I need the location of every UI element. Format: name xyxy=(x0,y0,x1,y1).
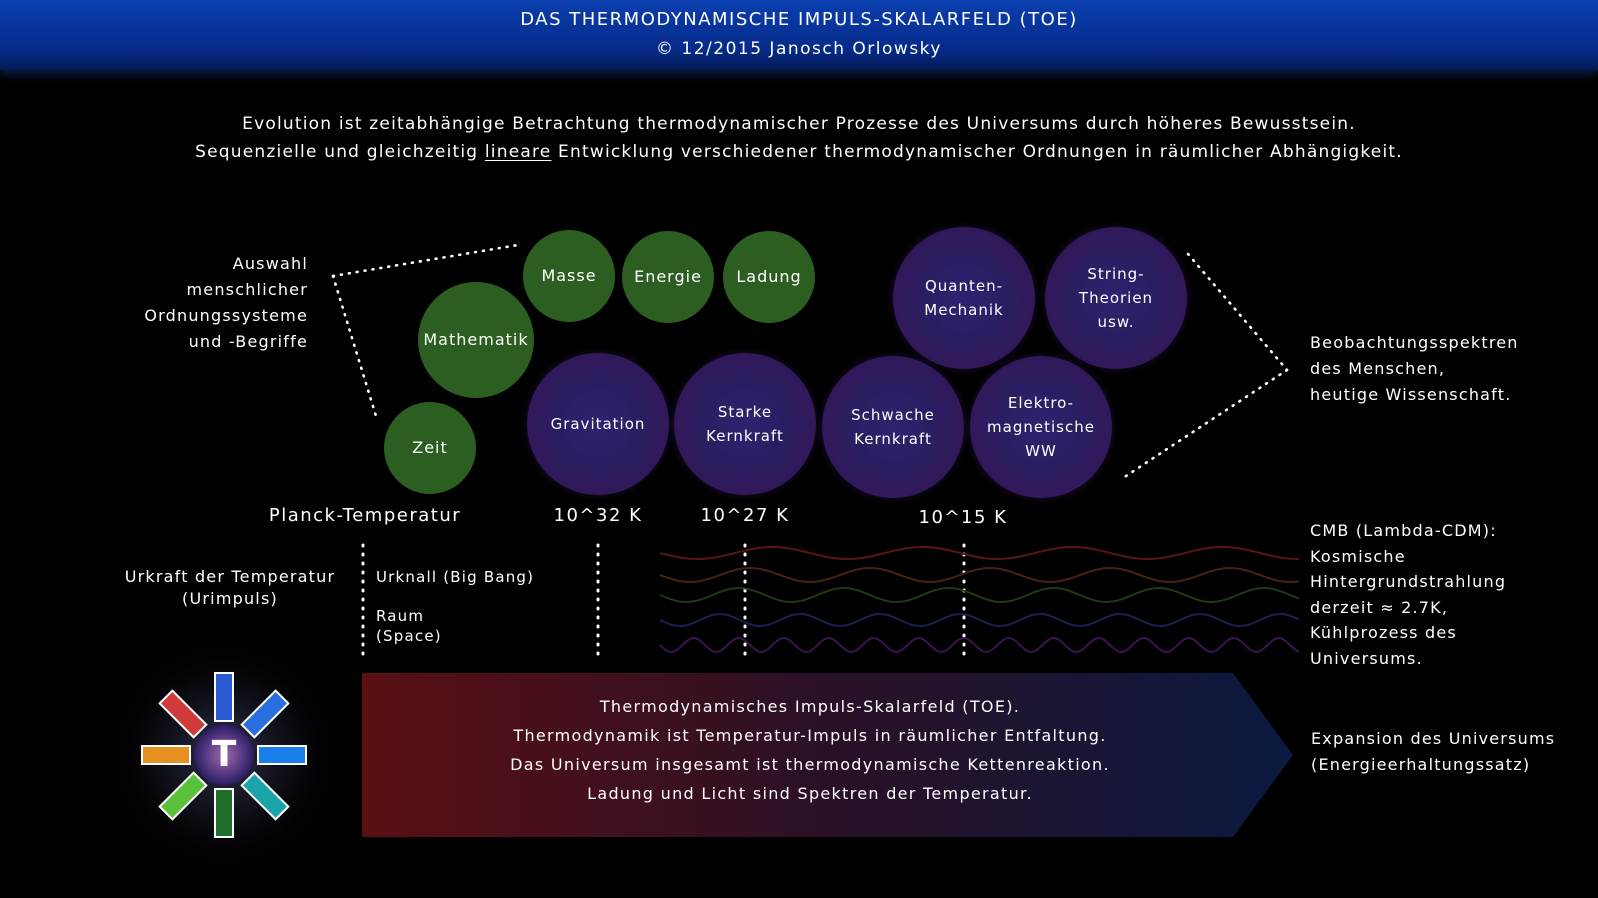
label-line: (Energieerhaltungssatz) xyxy=(1311,755,1531,774)
circle-text: Starke xyxy=(717,403,773,421)
logo-ray xyxy=(214,788,234,838)
label-line: heutige Wissenschaft. xyxy=(1310,385,1512,404)
temp-planck: Planck-Temperatur xyxy=(268,505,462,526)
right-bracket-lines xyxy=(1118,252,1289,482)
circle-masse: Masse xyxy=(523,230,615,322)
circle-text: Kernkraft xyxy=(854,430,932,448)
cmb-wave-5 xyxy=(659,636,1300,654)
logo-letter: T xyxy=(211,734,237,775)
circle-text: WW xyxy=(1025,442,1057,460)
circle-text: String- xyxy=(1087,265,1145,283)
copyright-line: © 12/2015 Janosch Orlowsky xyxy=(656,39,942,59)
logo-ray xyxy=(141,745,191,765)
circle-string-theorien: String- Theorien usw. xyxy=(1045,227,1187,369)
label-line: Hintergrundstrahlung xyxy=(1310,572,1507,591)
logo-ray xyxy=(240,689,290,739)
intro-line-2-end: Entwicklung verschiedener thermodynamisc… xyxy=(551,142,1403,162)
cmb-wave-1 xyxy=(659,546,1299,560)
circle-zeit: Zeit xyxy=(384,402,476,494)
circle-text: Kernkraft xyxy=(706,427,784,445)
cmb-wave-4 xyxy=(659,612,1300,628)
temp-10-15: 10^15 K xyxy=(918,507,1008,528)
circle-text: Gravitation xyxy=(550,415,646,433)
label-line: (Urimpuls) xyxy=(182,589,278,608)
temperature-logo xyxy=(104,635,344,875)
cmb-wave-2 xyxy=(659,566,1300,584)
arrow-text-line: Thermodynamik ist Temperatur-Impuls in r… xyxy=(513,726,1107,745)
expansion-label: Expansion des Universums (Energieerhaltu… xyxy=(1311,726,1581,778)
cmb-waves xyxy=(659,546,1300,654)
arrow-text-line: Ladung und Licht sind Spektren der Tempe… xyxy=(587,784,1033,803)
arrow-text-line: Thermodynamisches Impuls-Skalarfeld (TOE… xyxy=(599,697,1021,716)
page-title: DAS THERMODYNAMISCHE IMPULS-SKALARFELD (… xyxy=(520,9,1078,30)
label-line: Expansion des Universums xyxy=(1311,729,1556,748)
circle-energie: Energie xyxy=(622,231,714,323)
intro-line-2: Sequenzielle und gleichzeitig lineare En… xyxy=(0,142,1598,162)
label-line: derzeit ≈ 2.7K, xyxy=(1310,597,1449,617)
circle-ladung: Ladung xyxy=(723,231,815,323)
label-line: Raum xyxy=(376,607,425,625)
label-line: Universums. xyxy=(1310,648,1423,668)
intro-line-1: Evolution ist zeitabhängige Betrachtung … xyxy=(242,114,1356,134)
intro-line-2-start: Sequenzielle und gleichzeitig xyxy=(195,142,485,162)
cmb-wave-3 xyxy=(659,586,1300,604)
label-line: Urkraft der Temperatur xyxy=(124,567,336,586)
cmb-label: CMB (Lambda-CDM): Kosmische Hintergrunds… xyxy=(1310,518,1580,671)
temp-10-32: 10^32 K xyxy=(553,505,643,526)
label-line: Kühlprozess des xyxy=(1310,623,1457,642)
urkraft-label: Urkraft der Temperatur (Urimpuls) xyxy=(110,566,350,610)
label-line: (Space) xyxy=(376,627,442,645)
header-bar: DAS THERMODYNAMISCHE IMPULS-SKALARFELD (… xyxy=(0,0,1598,70)
label-line: Kosmische xyxy=(1310,546,1406,566)
label-line: und -Begriffe xyxy=(188,332,308,351)
label-line: CMB (Lambda-CDM): xyxy=(1310,521,1497,540)
circle-text: Theorien xyxy=(1078,289,1154,307)
temp-10-27: 10^27 K xyxy=(700,505,790,526)
arrow-text-line: Das Universum insgesamt ist thermodynami… xyxy=(510,755,1110,774)
toe-arrow-text: Thermodynamisches Impuls-Skalarfeld (TOE… xyxy=(370,692,1250,808)
circle-text: Mechanik xyxy=(924,301,1004,319)
label-line: Beobachtungsspektren xyxy=(1310,333,1519,352)
circle-quantenmechanik: Quanten- Mechanik xyxy=(893,227,1035,369)
label-line: menschlicher xyxy=(186,280,308,299)
logo-ray xyxy=(257,745,307,765)
urknall-label: Urknall (Big Bang) xyxy=(376,568,535,586)
logo-ray xyxy=(214,672,234,722)
left-bracket-lines xyxy=(331,243,520,418)
label-line: des Menschen, xyxy=(1310,359,1446,378)
logo-ray xyxy=(240,771,290,821)
circle-text: Quanten- xyxy=(924,277,1004,295)
toe-arrow xyxy=(362,673,1293,837)
timeline-markers xyxy=(361,543,966,664)
intro-underlined-word: lineare xyxy=(484,142,552,162)
observation-spectra-label: Beobachtungsspektren des Menschen, heuti… xyxy=(1310,330,1570,408)
logo-ray xyxy=(158,689,208,739)
circle-text: usw. xyxy=(1097,313,1135,331)
circle-text: Elektro- xyxy=(1007,394,1075,412)
raum-label: Raum (Space) xyxy=(376,606,442,646)
circle-text: Schwache xyxy=(851,406,935,424)
label-line: Ordnungssysteme xyxy=(144,306,308,325)
circle-text: magnetische xyxy=(987,418,1095,436)
label-line: Auswahl xyxy=(232,254,308,273)
circle-mathematik: Mathematik xyxy=(418,282,534,398)
circle-gravitation: Gravitation xyxy=(527,353,669,495)
logo-ray xyxy=(158,771,208,821)
human-order-systems-label: Auswahl menschlicher Ordnungssysteme und… xyxy=(130,251,308,355)
